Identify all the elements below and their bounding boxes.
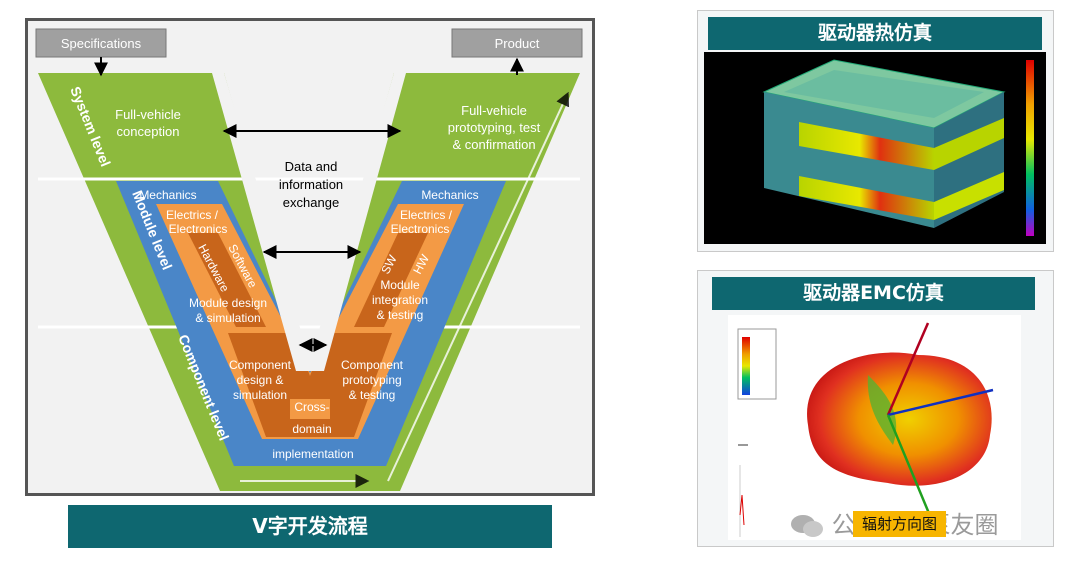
specifications-label: Specifications bbox=[61, 36, 142, 51]
emc-banner: 驱动器EMC仿真 bbox=[712, 277, 1035, 310]
hw-strip bbox=[354, 233, 428, 327]
mechanics-left-label: Mechanics bbox=[139, 188, 196, 202]
v-brown-band bbox=[228, 333, 392, 437]
electrics-left-label: Electrics /Electronics bbox=[166, 208, 227, 236]
wechat-icon bbox=[791, 515, 823, 537]
v-model-diagram: Specifications Product System level Modu… bbox=[35, 28, 583, 491]
electrics-right-label: Electrics /Electronics bbox=[391, 208, 453, 236]
specifications-box bbox=[35, 28, 167, 58]
emc-caption: 辐射方向图 bbox=[853, 511, 946, 537]
product-box bbox=[451, 28, 583, 58]
implementation-label: implementation bbox=[272, 447, 353, 461]
v-process-banner: V字开发流程 bbox=[68, 505, 552, 548]
right-rising-arrow bbox=[387, 91, 570, 482]
emc-radiation-pattern-image bbox=[728, 315, 1021, 540]
cross-domain-label: Cross-domain bbox=[292, 400, 331, 436]
mechanics-right-label: Mechanics bbox=[421, 188, 478, 202]
v-inner-notch bbox=[212, 73, 406, 371]
v-model-frame: Specifications Product System level Modu… bbox=[25, 18, 595, 496]
thermal-simulation-image bbox=[704, 52, 1046, 244]
hardware-strip bbox=[188, 233, 266, 327]
product-label: Product bbox=[495, 36, 540, 51]
thermal-banner: 驱动器热仿真 bbox=[708, 17, 1042, 50]
module-design-label: Module design& simulation bbox=[189, 296, 267, 325]
